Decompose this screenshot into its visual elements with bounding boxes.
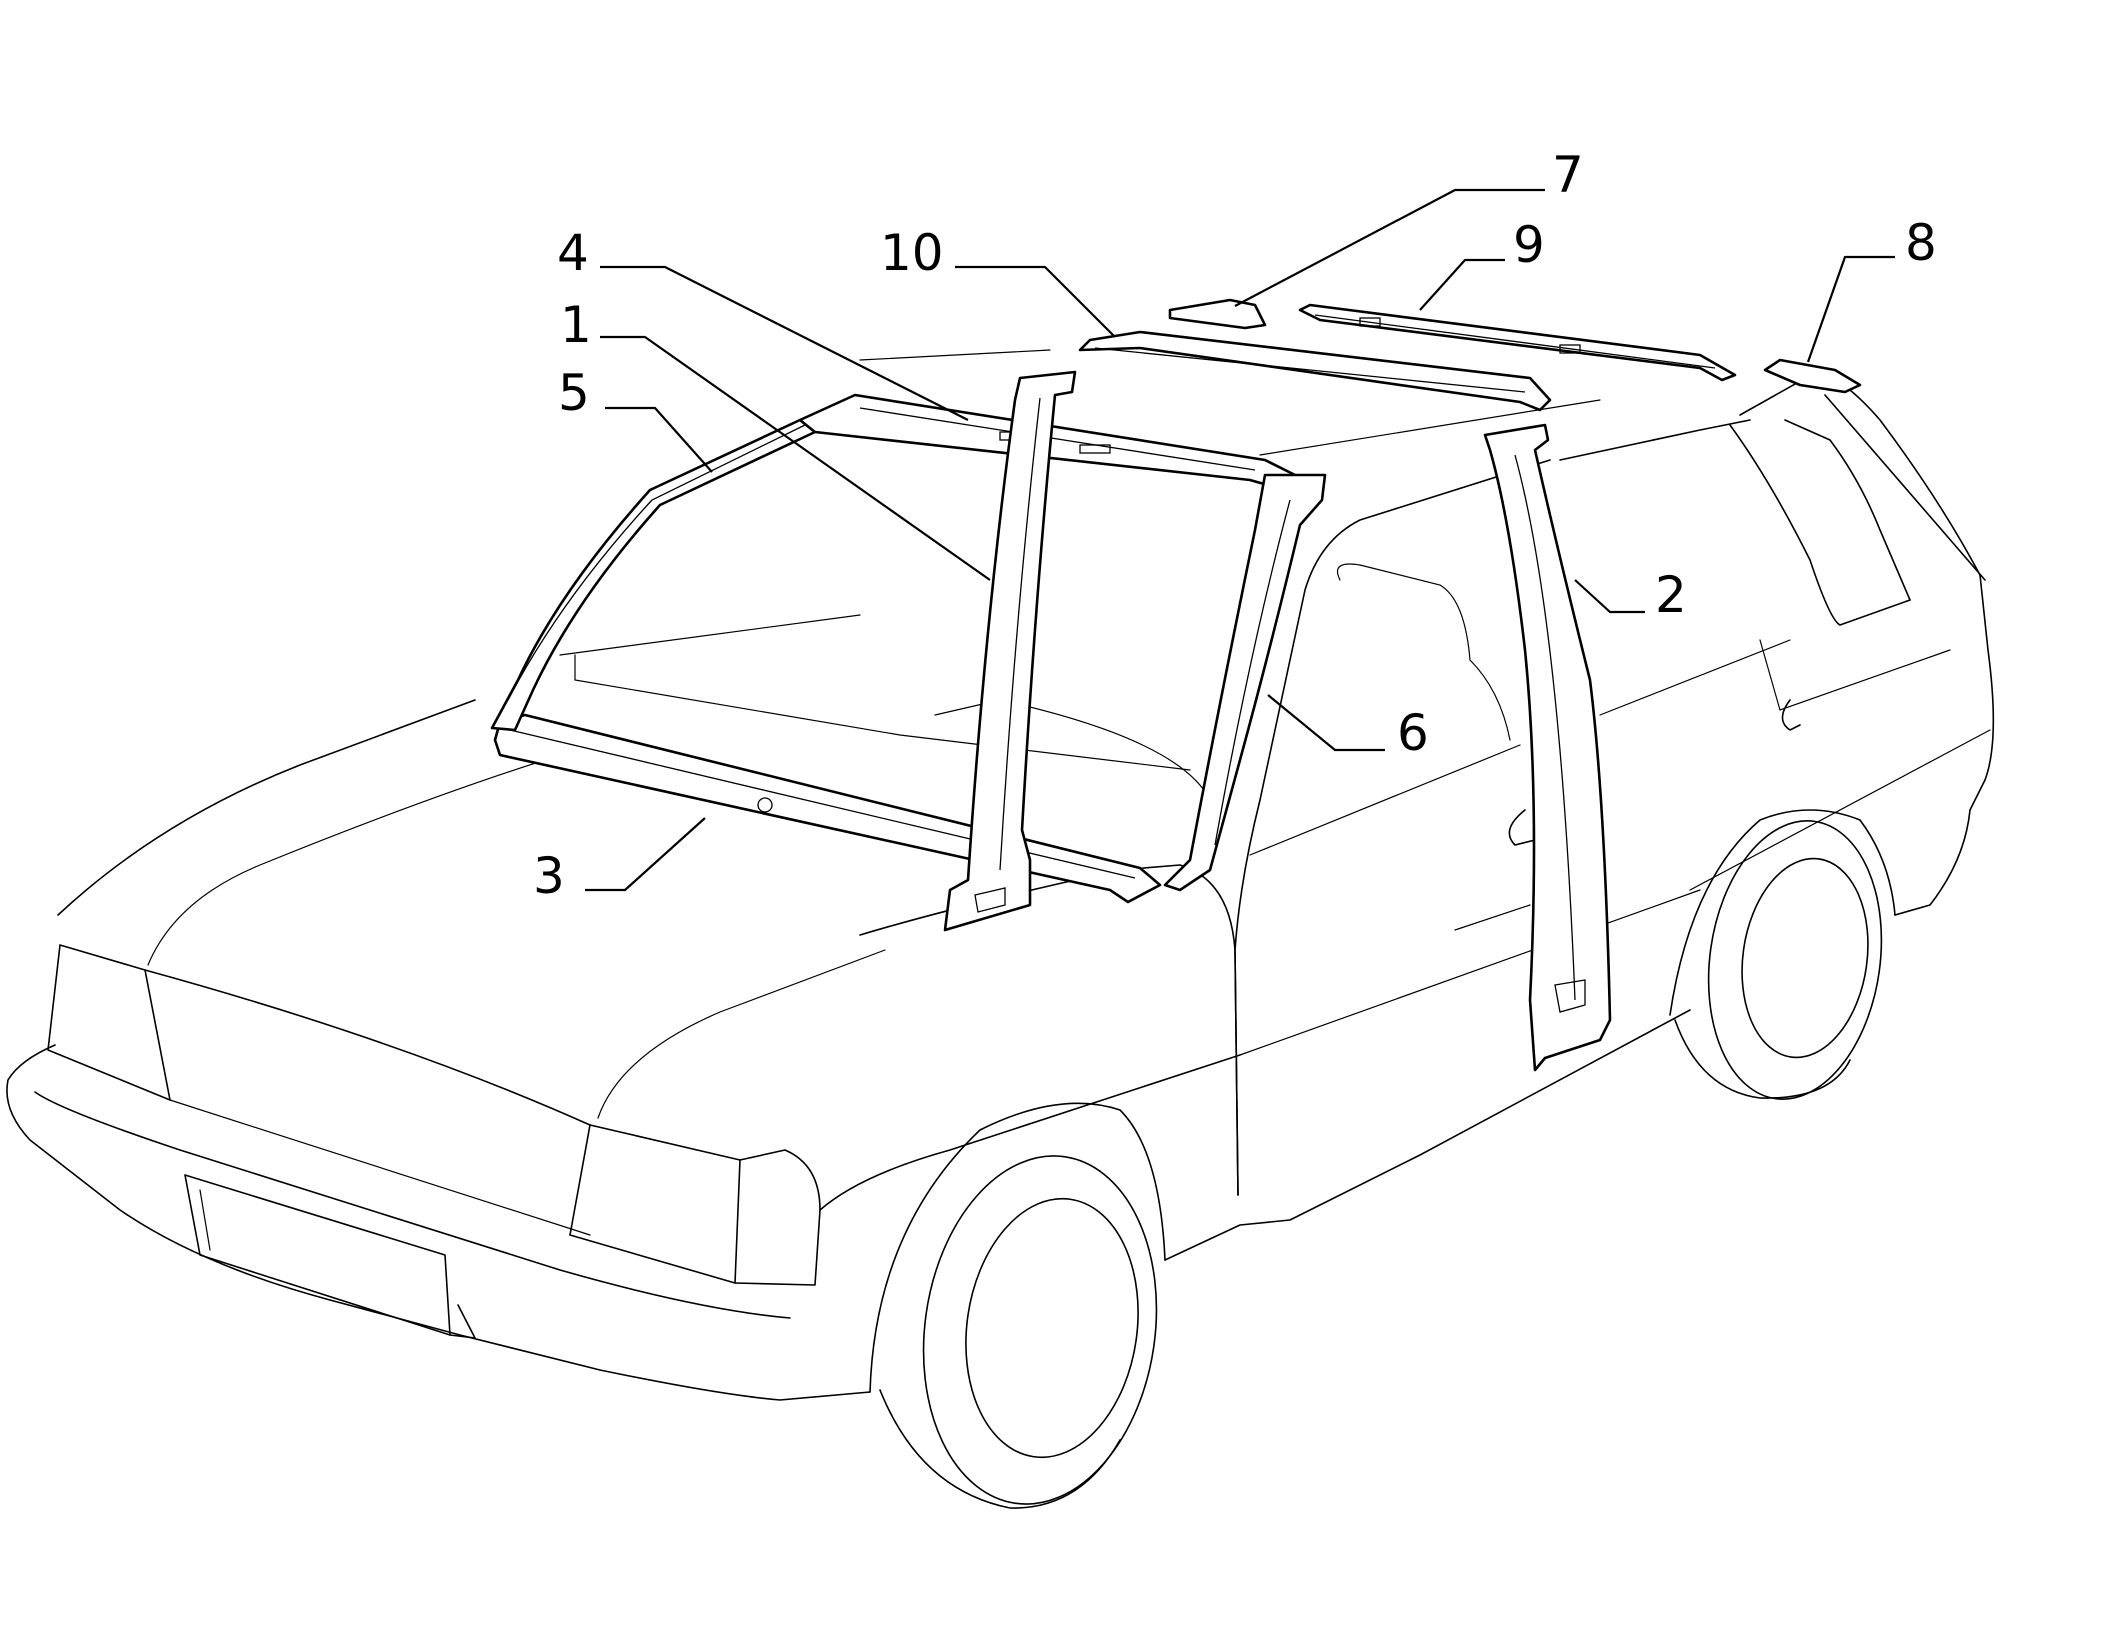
leader-1 <box>600 335 991 581</box>
callout-labels: 1 2 3 4 5 6 7 8 9 10 <box>533 146 1937 905</box>
part-8-rear-bracket <box>1763 358 1862 394</box>
leader-10 <box>955 265 1116 338</box>
callout-3: 3 <box>533 847 565 905</box>
part-2-right-b-pillar <box>1483 423 1612 1072</box>
roof-parts <box>1168 298 1862 394</box>
part-7-roof-bracket <box>1168 298 1267 330</box>
part-1-b-pillar <box>943 370 1077 932</box>
leader-5 <box>605 406 713 473</box>
leader-7 <box>1234 188 1545 307</box>
part-5-left-a-pillar <box>490 418 817 732</box>
leader-lines <box>585 188 1895 892</box>
callout-1: 1 <box>560 296 592 354</box>
callout-5: 5 <box>558 364 590 422</box>
part-6-right-a-pillar <box>1163 473 1327 892</box>
callout-6: 6 <box>1397 704 1429 762</box>
leader-9 <box>1419 258 1505 311</box>
callout-8: 8 <box>1905 214 1937 272</box>
leader-8 <box>1806 255 1895 363</box>
part-9-rear-roof-rail <box>1298 303 1737 382</box>
part-10-roof-cross-member <box>1078 330 1552 412</box>
leader-2 <box>1574 579 1645 614</box>
callout-10: 10 <box>880 224 944 282</box>
callout-2: 2 <box>1655 566 1687 624</box>
leader-3 <box>585 817 706 892</box>
leader-4 <box>600 265 969 421</box>
callout-9: 9 <box>1513 216 1545 274</box>
windscreen-frame <box>490 393 1327 904</box>
leader-6 <box>1267 694 1385 752</box>
part-3-cowl-panel <box>493 713 1162 904</box>
callout-4: 4 <box>557 224 589 282</box>
callout-7: 7 <box>1552 146 1584 204</box>
